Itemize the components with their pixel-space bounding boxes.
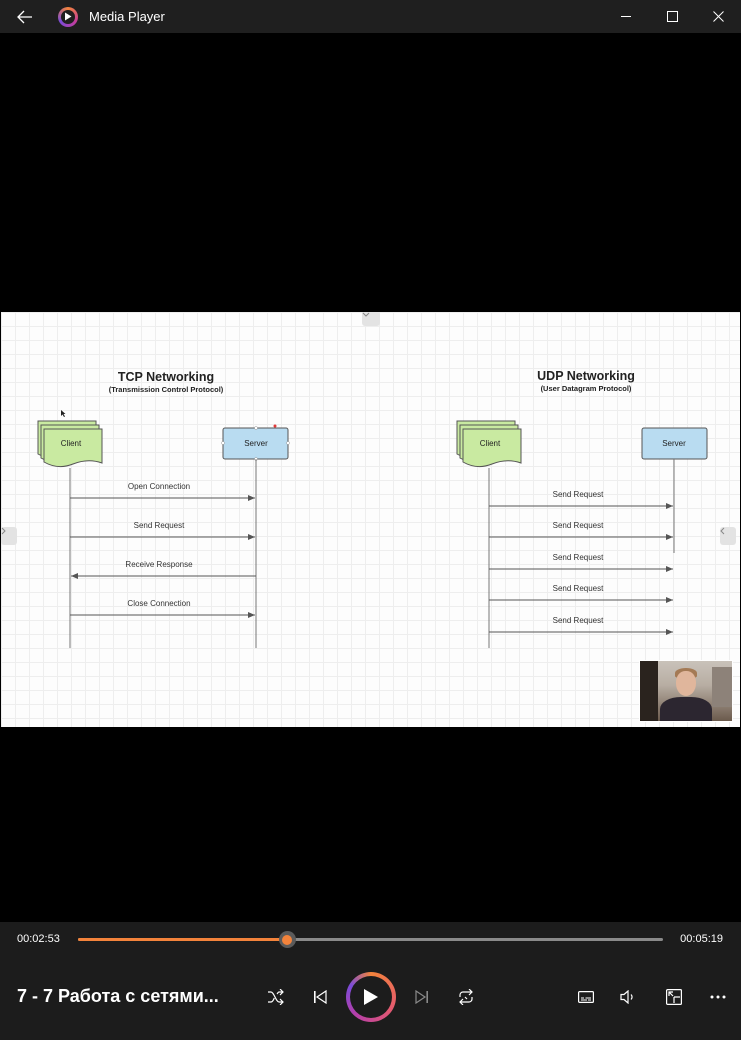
chevron-down-icon [362,312,370,317]
minimize-button[interactable] [603,0,649,33]
chevron-left-icon [720,527,725,535]
chevron-right-icon [1,527,6,535]
elapsed-time: 00:02:53 [17,933,60,945]
playback-controls: 00:02:53 00:05:19 7 - 7 Работа с сетями.… [0,922,741,1040]
slide-right-tab[interactable] [720,527,736,545]
udp-client-label: Client [480,439,501,448]
udp-message-label: Send Request [553,616,604,625]
repeat-button[interactable] [451,982,481,1012]
close-button[interactable] [695,0,741,33]
slide-frame: TCP Networking (Transmission Control Pro… [1,312,740,727]
minimize-icon [620,16,631,17]
mini-player-button[interactable] [659,982,689,1012]
mouse-cursor-icon [61,410,66,417]
previous-button[interactable] [305,982,335,1012]
media-player-logo-icon [58,6,78,27]
back-button[interactable] [0,0,50,33]
video-area[interactable]: TCP Networking (Transmission Control Pro… [0,33,741,922]
udp-client-stack [456,420,522,468]
previous-icon [314,990,327,1004]
seek-thumb[interactable] [278,931,296,948]
udp-message-label: Send Request [553,584,604,593]
shuffle-button[interactable] [261,982,291,1012]
window-title: Media Player [89,9,165,24]
udp-message-label: Send Request [553,521,604,530]
tcp-message-label: Open Connection [128,482,190,491]
track-title: 7 - 7 Работа с сетями... [17,986,219,1006]
udp-title: UDP Networking [537,369,635,383]
tcp-message-label: Close Connection [127,599,190,608]
volume-icon [620,990,633,1004]
udp-message-label: Send Request [553,553,604,562]
tcp-client-stack [37,420,103,468]
mini-player-icon [666,989,682,1005]
repeat-icon [459,989,473,1005]
udp-message-label: Send Request [553,490,604,499]
udp-server-label: Server [662,439,686,448]
title-bar: Media Player [0,0,741,33]
webcam-overlay [639,660,733,722]
networking-diagram: TCP Networking (Transmission Control Pro… [37,369,708,648]
slide-top-tab[interactable] [362,312,380,326]
more-options-button[interactable] [703,982,733,1012]
close-icon [712,11,724,22]
volume-button[interactable] [613,982,643,1012]
total-time: 00:05:19 [680,933,723,945]
shuffle-icon [268,989,284,1005]
slide-left-tab[interactable] [1,527,17,545]
tcp-title: TCP Networking [118,370,214,384]
seek-bar-progress [78,938,287,941]
next-button[interactable] [407,982,437,1012]
maximize-button[interactable] [649,0,695,33]
tcp-client-label: Client [61,439,82,448]
seek-bar[interactable] [78,931,663,948]
tcp-message-label: Send Request [134,521,185,530]
more-options-icon [710,995,726,999]
back-arrow-icon [17,10,32,23]
tcp-server-label: Server [244,439,268,448]
play-button[interactable] [346,972,396,1022]
tcp-subtitle: (Transmission Control Protocol) [109,385,224,394]
captions-icon [578,991,594,1003]
maximize-icon [666,11,678,22]
captions-button[interactable] [571,982,601,1012]
play-icon [364,989,378,1005]
next-icon [415,990,428,1004]
tcp-message-label: Receive Response [125,560,193,569]
udp-subtitle: (User Datagram Protocol) [541,384,632,393]
